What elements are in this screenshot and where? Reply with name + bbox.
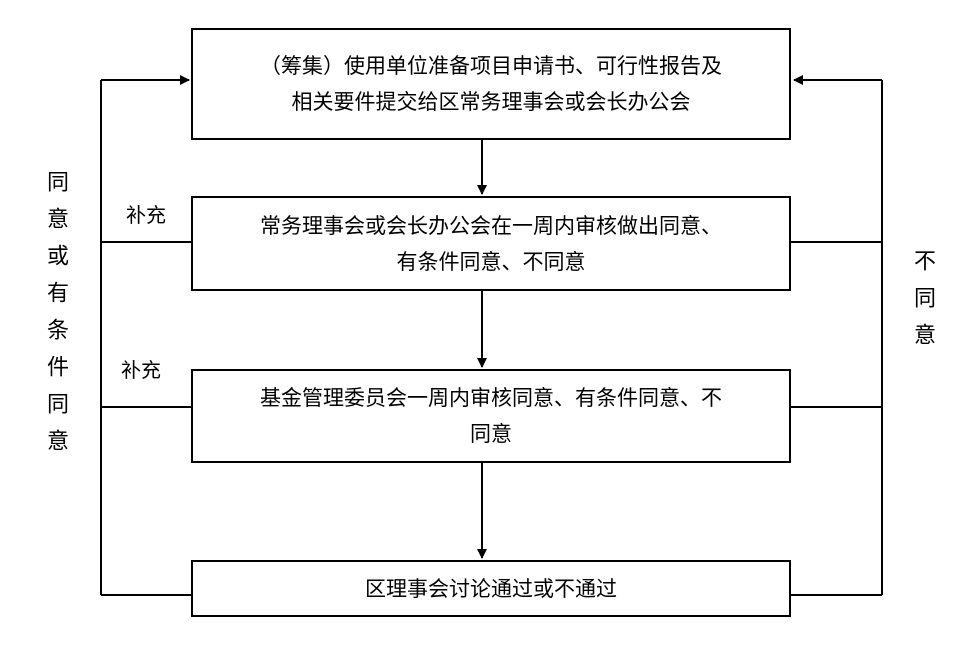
supplement-label-2: 补充 xyxy=(121,358,161,382)
step3-line1: 基金管理委员会一周内审核同意、有条件同意、不 xyxy=(260,386,722,410)
step2-box: 常务理事会或会长办公会在一周内审核做出同意、 有条件同意、不同意 xyxy=(191,196,791,291)
supplement-label-1: 补充 xyxy=(126,203,166,227)
right-loop-label: 不同意 xyxy=(910,249,935,360)
step2-line1: 常务理事会或会长办公会在一周内审核做出同意、 xyxy=(260,213,722,238)
step4-box: 区理事会讨论通过或不通过 xyxy=(191,560,791,617)
step4-text: 区理事会讨论通过或不通过 xyxy=(365,576,617,601)
step1-box: （筹集）使用单位准备项目申请书、可行性报告及 相关要件提交给区常务理事会或会长办… xyxy=(191,28,791,140)
step1-line2: 相关要件提交给区常务理事会或会长办公会 xyxy=(291,90,691,114)
step3-line2: 同意 xyxy=(470,422,512,446)
step3-box: 基金管理委员会一周内审核同意、有条件同意、不 同意 xyxy=(191,369,791,463)
left-loop-label: 同意或有条件同意 xyxy=(43,170,68,466)
step1-line1: （筹集）使用单位准备项目申请书、可行性报告及 xyxy=(260,54,722,78)
step2-line2: 有条件同意、不同意 xyxy=(396,249,586,274)
